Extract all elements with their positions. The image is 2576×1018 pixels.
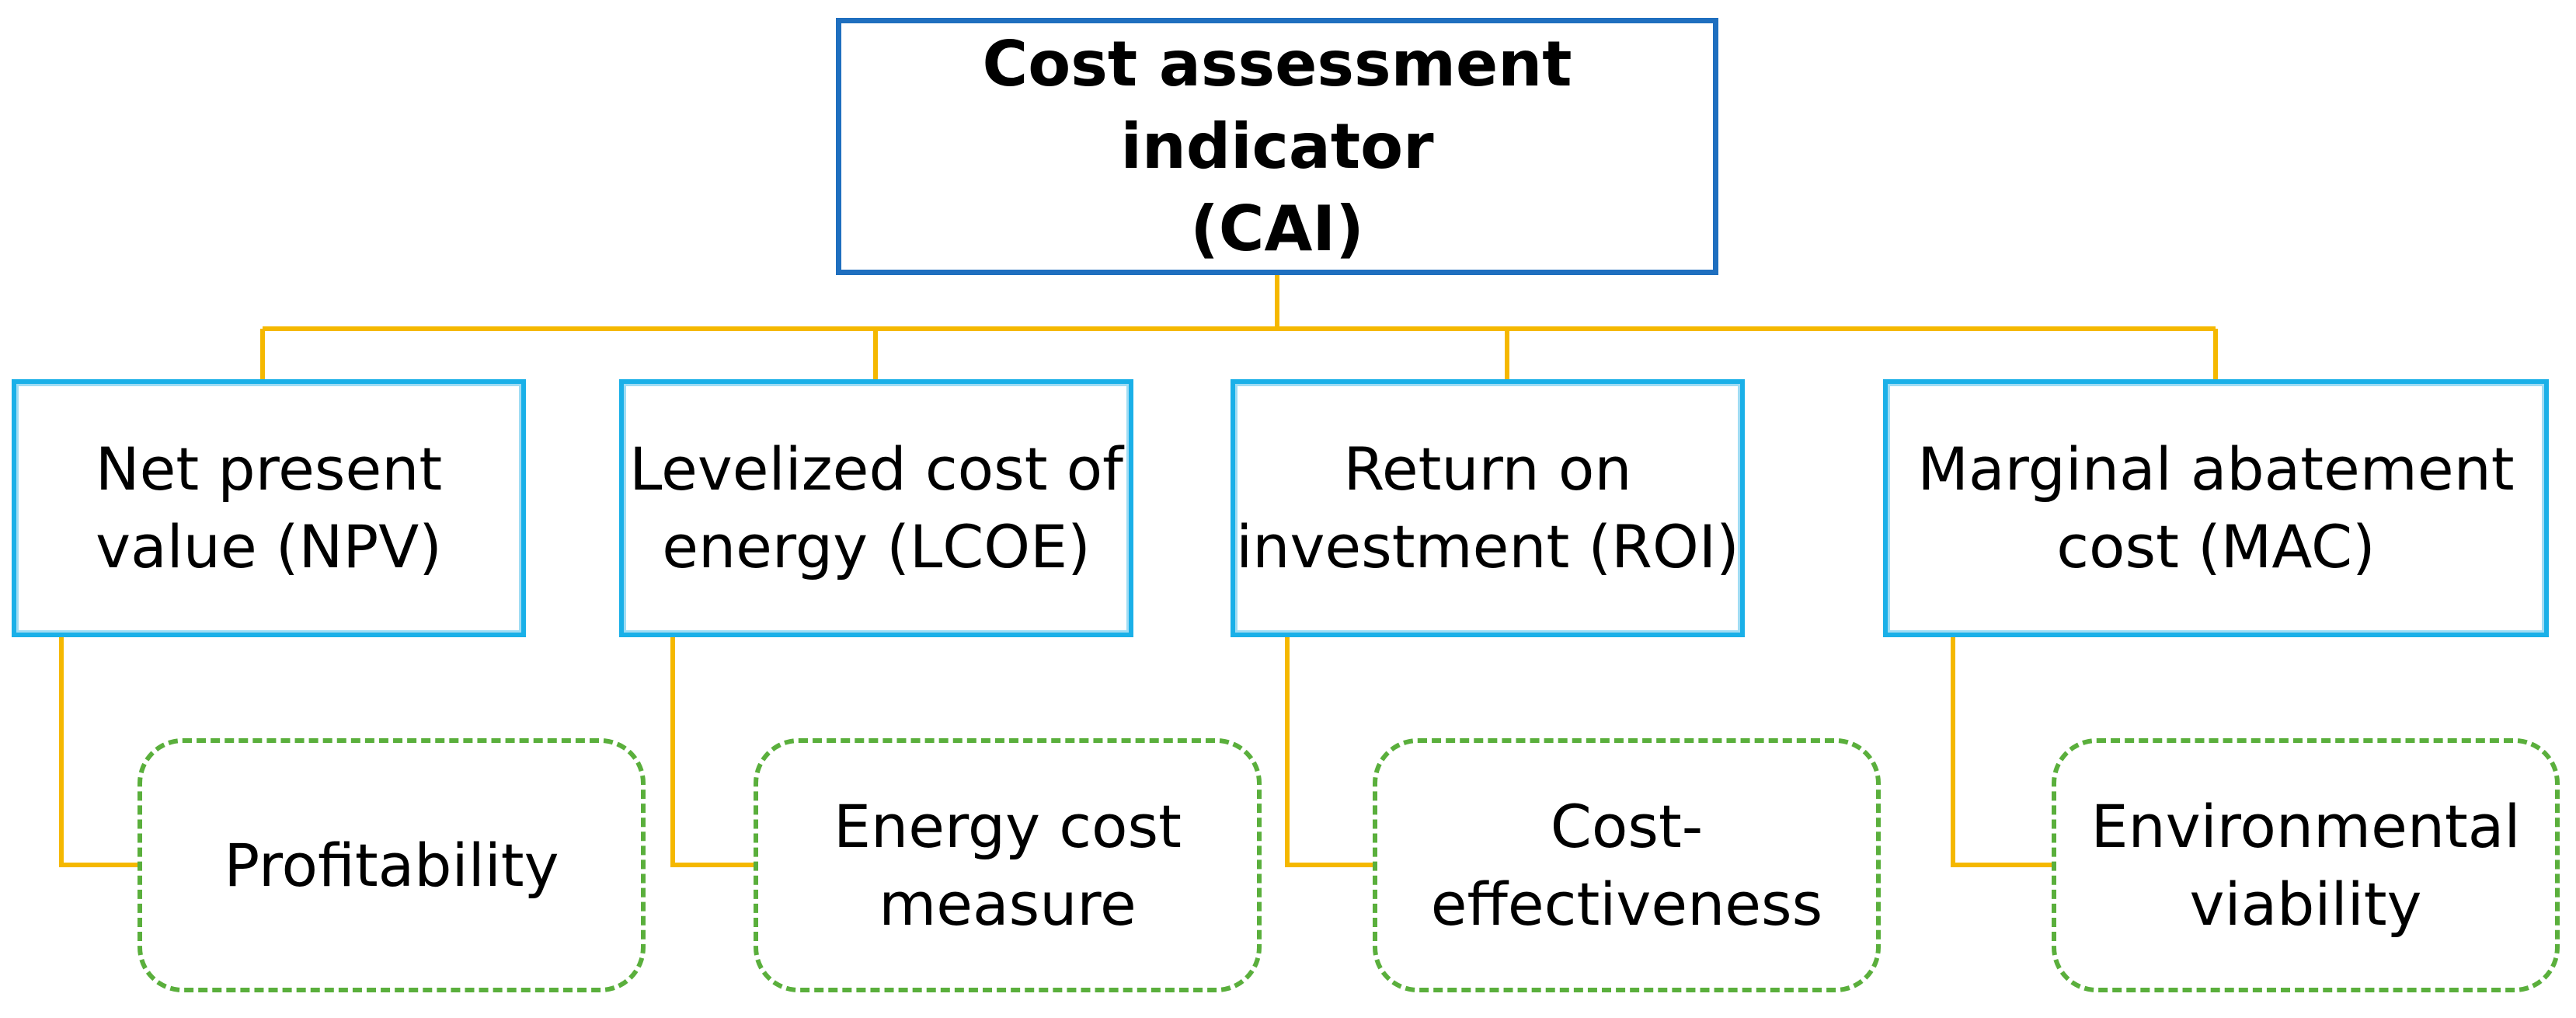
category-profitability-line1: Profitability xyxy=(224,830,559,900)
connector-elbow-profitability xyxy=(59,637,138,867)
cai-root-line1: Cost assessment indicator xyxy=(982,27,1572,183)
indicator-lcoe-line1: Levelized cost of xyxy=(629,434,1123,504)
indicator-npv-line2: value (NPV) xyxy=(96,512,442,581)
cai-root-box: Cost assessment indicator (CAI) xyxy=(836,18,1718,275)
category-environmental-line2: viability xyxy=(2189,869,2422,939)
indicator-lcoe-line2: energy (LCOE) xyxy=(662,512,1091,581)
connector-elbow-cost-effectiveness xyxy=(1285,637,1373,867)
category-environmental-box: Environmental viability xyxy=(2052,738,2560,992)
indicator-mac-box: Marginal abatement cost (MAC) xyxy=(1883,379,2549,637)
category-energy-cost-line2: measure xyxy=(879,869,1137,939)
cai-root-line2: (CAI) xyxy=(1190,192,1364,265)
connector-elbow-environmental xyxy=(1951,637,2052,867)
indicator-roi-line1: Return on xyxy=(1343,434,1632,504)
indicator-mac-line1: Marginal abatement xyxy=(1917,434,2515,504)
indicator-lcoe-box: Levelized cost of energy (LCOE) xyxy=(619,379,1133,637)
indicator-npv-line1: Net present xyxy=(95,434,443,504)
indicator-roi-box: Return on investment (ROI) xyxy=(1231,379,1745,637)
category-cost-effectiveness-line1: Cost- xyxy=(1550,791,1704,861)
connector-elbow-energy-cost xyxy=(670,637,754,867)
category-cost-effectiveness-line2: effectiveness xyxy=(1430,869,1823,939)
indicator-mac-line2: cost (MAC) xyxy=(2056,512,2376,581)
category-energy-cost-box: Energy cost measure xyxy=(754,738,1262,992)
indicator-roi-line2: investment (ROI) xyxy=(1236,512,1739,581)
category-environmental-line1: Environmental xyxy=(2090,791,2521,861)
category-energy-cost-line1: Energy cost xyxy=(834,791,1182,861)
category-cost-effectiveness-box: Cost- effectiveness xyxy=(1373,738,1881,992)
category-profitability-box: Profitability xyxy=(138,738,646,992)
indicator-npv-box: Net present value (NPV) xyxy=(12,379,526,637)
